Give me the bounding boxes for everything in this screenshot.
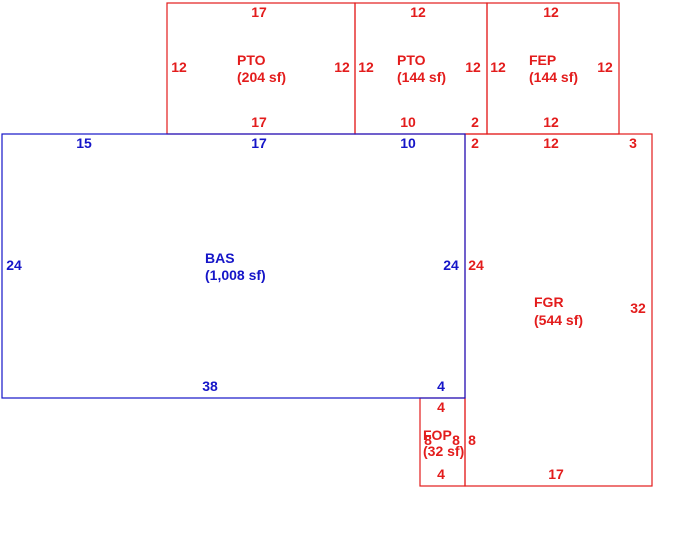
pto-2-right-dim: 12 bbox=[465, 59, 481, 75]
bas-top-mid-dim: 17 bbox=[251, 135, 267, 151]
fgr-bottom-dim: 17 bbox=[548, 466, 564, 482]
fep-left-dim: 12 bbox=[490, 59, 506, 75]
fop-right-outer-dim: 8 bbox=[468, 432, 476, 448]
bas-top-right-dim: 10 bbox=[400, 135, 416, 151]
fgr-outline bbox=[464, 133, 653, 487]
bas-right-dim: 24 bbox=[443, 257, 459, 273]
pto-2-code: PTO bbox=[397, 52, 426, 68]
fep-top-dim: 12 bbox=[543, 4, 559, 20]
bas-left-dim: 24 bbox=[6, 257, 22, 273]
bas-outline bbox=[1, 133, 466, 399]
pto-2-bottom-offset-dim: 2 bbox=[471, 114, 479, 130]
pto-1-top-dim: 17 bbox=[251, 4, 267, 20]
pto-1-area: (204 sf) bbox=[237, 69, 286, 85]
fgr-top-offset-dim: 2 bbox=[471, 135, 479, 151]
fgr-left-dim: 24 bbox=[468, 257, 484, 273]
fop-area: (32 sf) bbox=[423, 443, 464, 459]
bas-bottom-right-dim: 4 bbox=[437, 378, 445, 394]
fep-right-dim: 12 bbox=[597, 59, 613, 75]
pto-1-code: PTO bbox=[237, 52, 266, 68]
fep-bottom-dim: 12 bbox=[543, 114, 559, 130]
fgr-right-dim: 32 bbox=[630, 300, 646, 316]
bas-top-left-dim: 15 bbox=[76, 135, 92, 151]
bas-area: (1,008 sf) bbox=[205, 267, 266, 283]
fep-code: FEP bbox=[529, 52, 556, 68]
fop-top-dim: 4 bbox=[437, 399, 445, 415]
fgr-top-dim: 12 bbox=[543, 135, 559, 151]
pto-2-left-dim: 12 bbox=[358, 59, 374, 75]
pto-2-bottom-dim: 10 bbox=[400, 114, 416, 130]
fgr-code: FGR bbox=[534, 294, 564, 310]
pto-1-right-dim: 12 bbox=[334, 59, 350, 75]
fop-bottom-dim: 4 bbox=[437, 466, 445, 482]
fgr-area: (544 sf) bbox=[534, 312, 583, 328]
fop-right-dim: 8 bbox=[452, 432, 460, 448]
bas-code: BAS bbox=[205, 250, 235, 266]
fop-left-dim: 8 bbox=[424, 432, 432, 448]
fep-area: (144 sf) bbox=[529, 69, 578, 85]
bas-bottom-dim: 38 bbox=[202, 378, 218, 394]
pto-1-bottom-dim: 17 bbox=[251, 114, 267, 130]
pto-1-left-dim: 12 bbox=[171, 59, 187, 75]
pto-2-top-dim: 12 bbox=[410, 4, 426, 20]
fop-code: FOP bbox=[423, 427, 452, 443]
pto-2-area: (144 sf) bbox=[397, 69, 446, 85]
fgr-top-right-dim: 3 bbox=[629, 135, 637, 151]
